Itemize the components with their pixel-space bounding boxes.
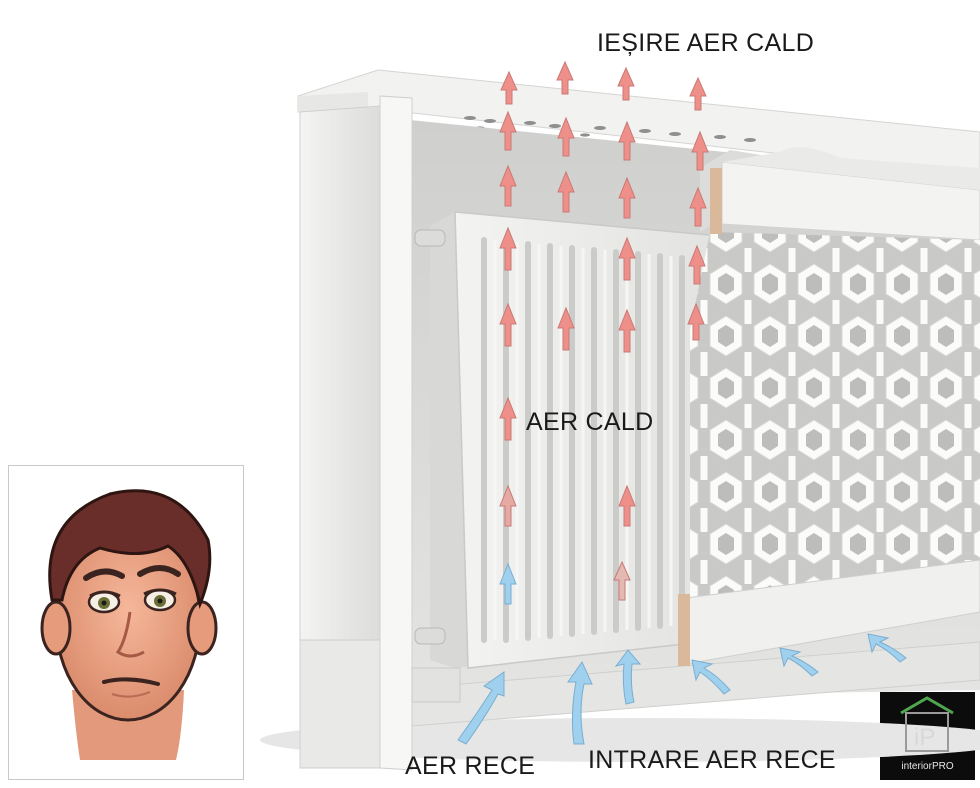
cold-arrow (867, 633, 907, 663)
warm-arrow (557, 116, 575, 157)
cold-arrow (499, 562, 517, 605)
label-warm-air: AER CALD (526, 408, 654, 436)
warm-arrow (557, 170, 575, 213)
interiorpro-logo-icon: iP (900, 696, 954, 752)
warm-arrow (618, 484, 636, 527)
cold-arrow (567, 660, 593, 745)
warm-arrow (613, 560, 631, 601)
worried-man-face-icon (9, 466, 243, 779)
cold-arrow (779, 647, 819, 677)
label-cold-air-intake: INTRARE AER RECE (588, 746, 836, 774)
warm-arrow (691, 130, 709, 171)
logo-brand: interiorPRO (901, 761, 954, 772)
floor-shadow (260, 718, 980, 762)
warm-arrow (499, 164, 517, 207)
warm-arrow (499, 110, 517, 151)
warm-arrow (688, 244, 706, 285)
warm-arrow (499, 302, 517, 347)
warm-arrow (618, 236, 636, 281)
face-frame (8, 465, 244, 780)
cold-arrow (457, 671, 505, 745)
warm-arrow (618, 120, 636, 161)
cabinet-left-foot (299, 639, 381, 769)
label-cold-air: AER RECE (405, 752, 536, 780)
cold-air-arrows (457, 562, 907, 745)
warm-arrow (556, 60, 574, 95)
warm-arrow (618, 308, 636, 353)
radiator (411, 211, 721, 703)
warm-arrow (557, 306, 575, 351)
cabinet-top-edge (298, 92, 368, 112)
warm-arrow (500, 70, 518, 105)
warm-air-arrows (499, 60, 709, 601)
warm-arrow (689, 186, 707, 227)
warm-arrow (499, 226, 517, 271)
lattice-front-panel (678, 147, 980, 666)
warm-arrow (689, 76, 707, 111)
cold-arrow (691, 659, 731, 695)
warm-arrow (687, 302, 705, 341)
cabinet-left-front-edge (379, 95, 413, 771)
warm-arrow (499, 484, 517, 527)
cold-arrow (614, 649, 642, 705)
warm-arrow (499, 396, 517, 441)
label-warm-air-outlet: IEȘIRE AER CALD (597, 29, 815, 57)
warm-arrow (617, 66, 635, 101)
warm-arrow (618, 176, 636, 219)
logo-monogram: iP (914, 724, 935, 751)
